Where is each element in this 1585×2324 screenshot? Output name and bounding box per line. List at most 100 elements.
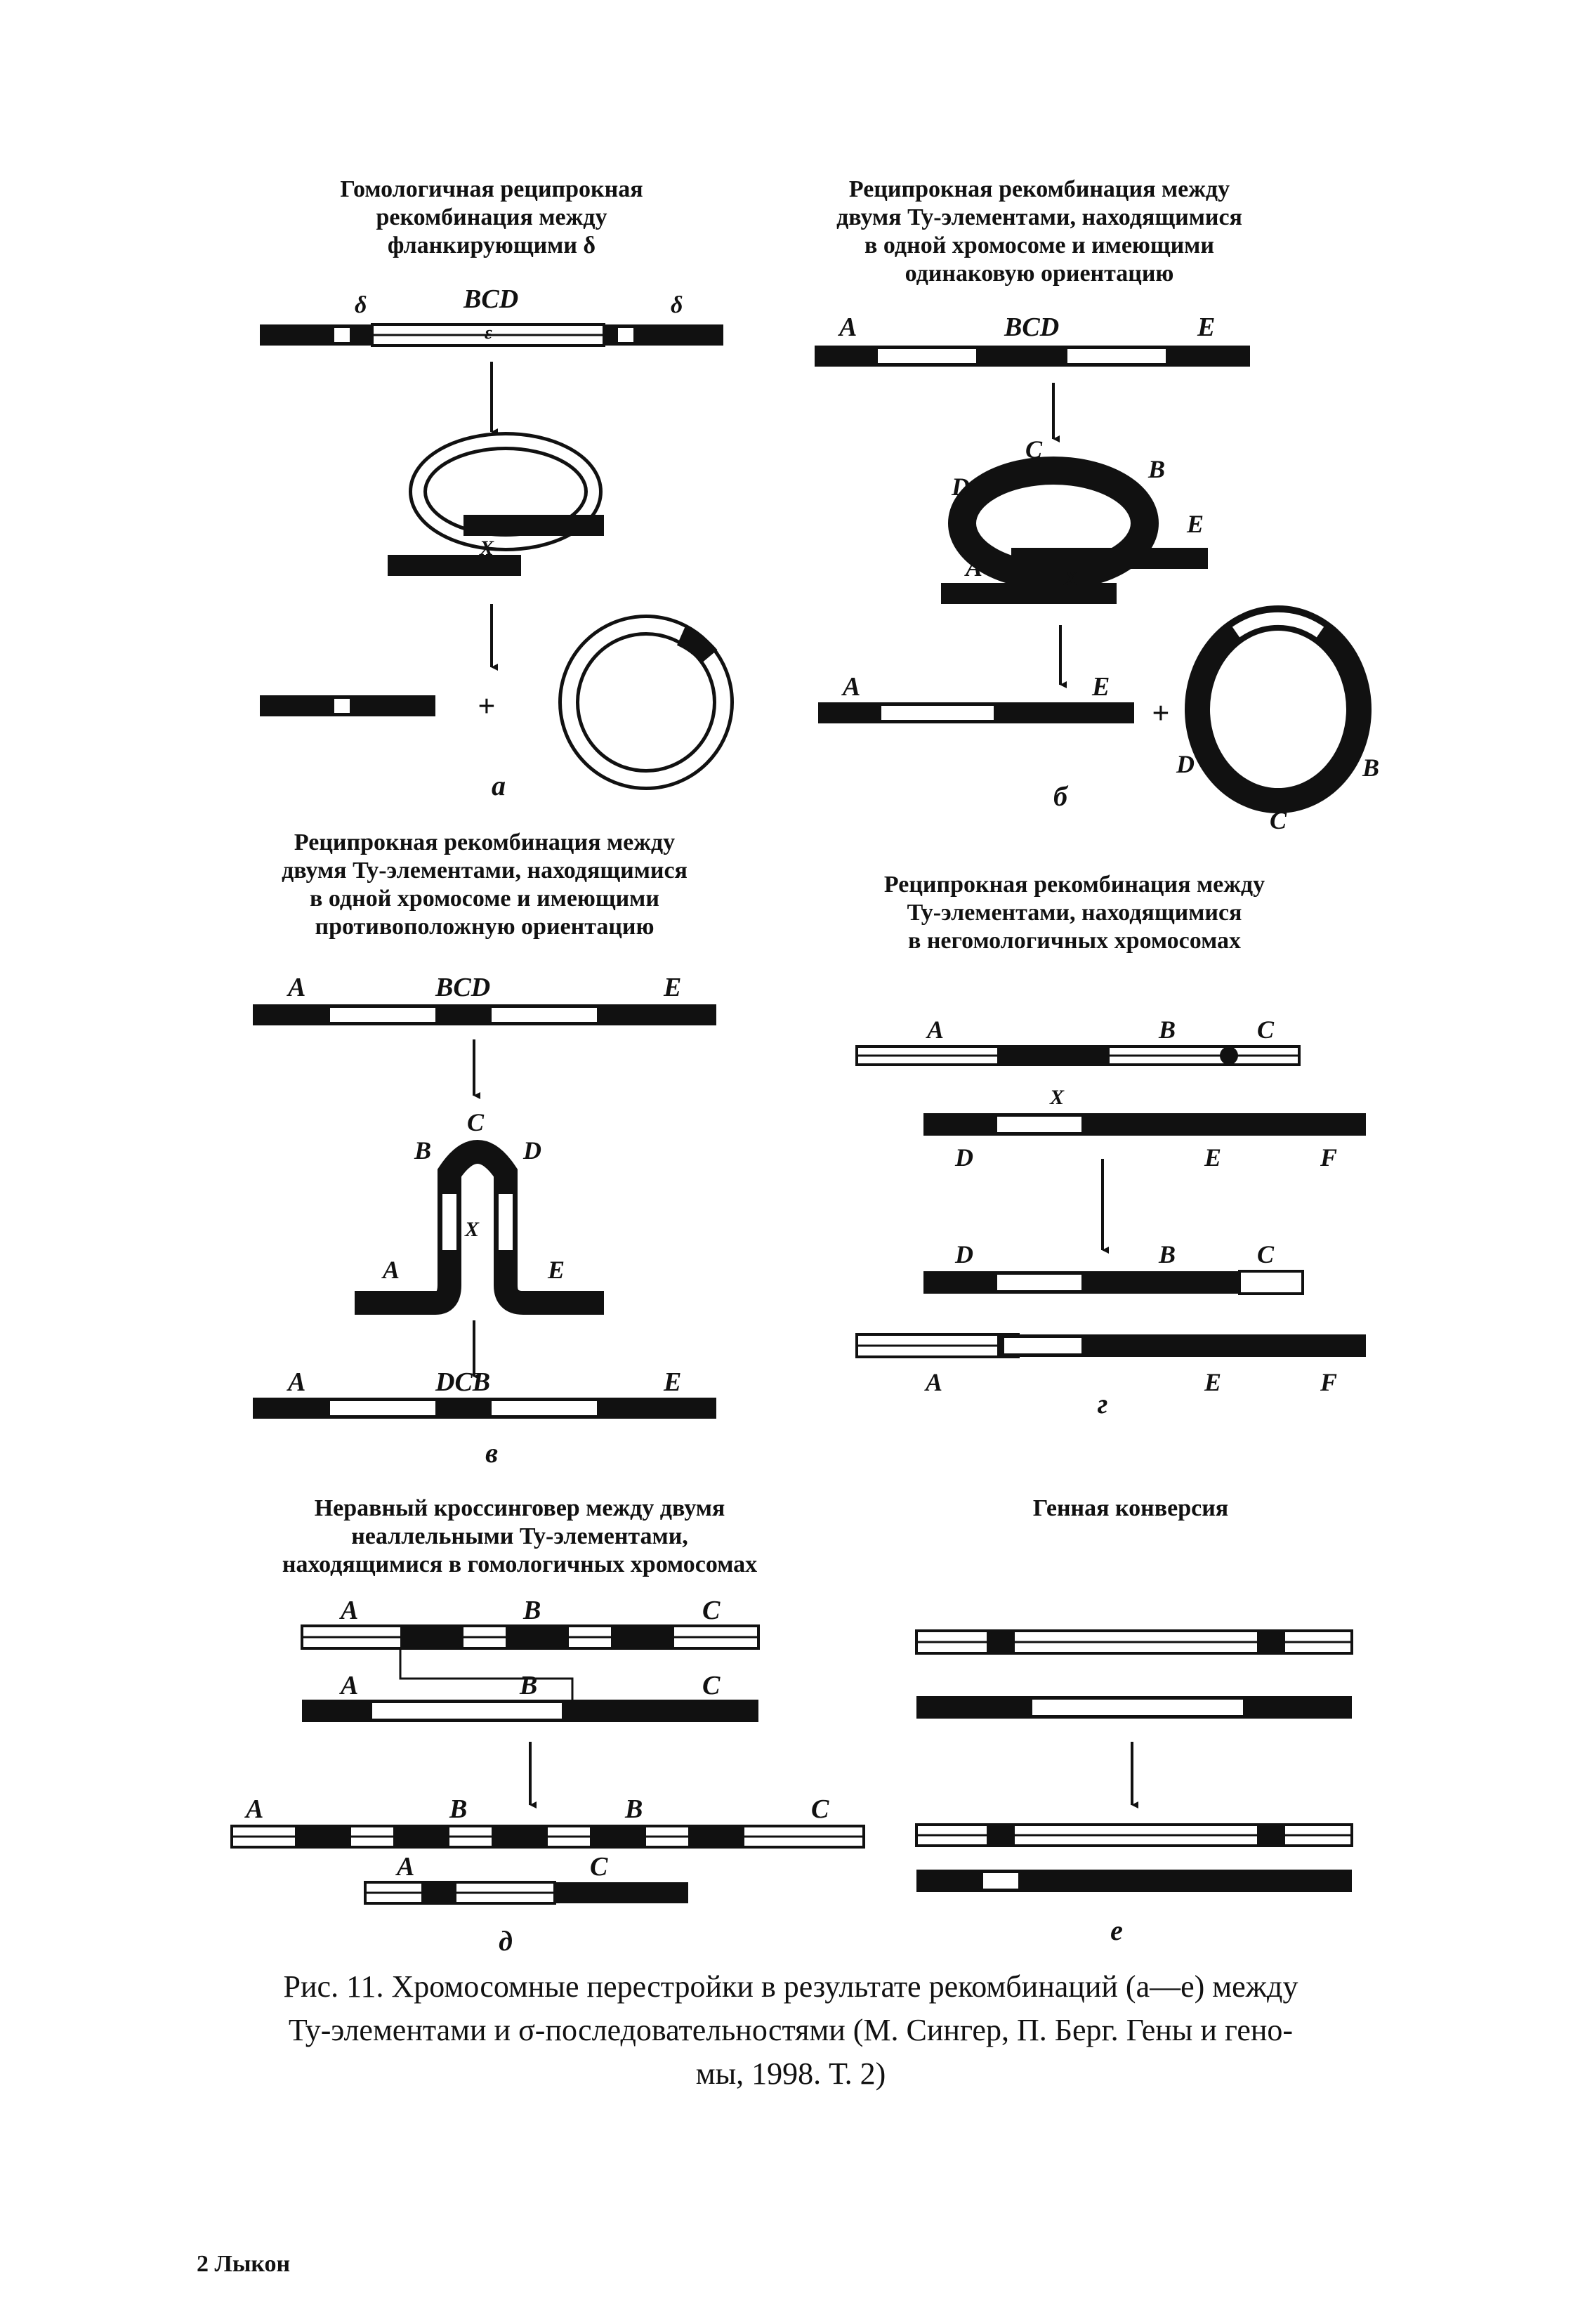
b-ring-C: C: [1270, 806, 1287, 834]
epsilon-label: ε: [485, 322, 492, 343]
g-D1: D: [954, 1143, 973, 1171]
v-prod-A: A: [287, 1367, 305, 1397]
chromosome-b-top: [815, 346, 1250, 367]
g-F1: F: [1320, 1143, 1337, 1171]
chromosome-d-2: [302, 1700, 758, 1722]
product-chromosome-a: [260, 695, 435, 716]
panel-a-title: Гомологичная реципрокная рекомбинация ме…: [340, 176, 643, 258]
chromosome-e-4: [916, 1870, 1352, 1892]
chromosome-e-2: [916, 1696, 1352, 1719]
crossover-x-a: X: [479, 537, 494, 560]
page-footer: 2 Лыкон: [197, 2251, 291, 2277]
g-F2: F: [1320, 1368, 1337, 1396]
b-loop-B: B: [1147, 455, 1165, 483]
panel-letter-a: а: [492, 770, 506, 801]
g-B1: B: [1158, 1016, 1176, 1044]
v-hp-B: B: [414, 1136, 431, 1164]
b-top-A: A: [838, 313, 857, 342]
chromosome-d-3: [230, 1825, 865, 1849]
panel-v-title: Реципрокная рекомбинация между двумя Ty-…: [282, 829, 688, 940]
product-chromosome-v: [253, 1398, 716, 1419]
g-B2: B: [1158, 1240, 1176, 1268]
v-hp-D: D: [522, 1136, 541, 1164]
panel-v: A BCD E X C B D A E A DCB E: [253, 973, 716, 1419]
d-B3b: B: [624, 1794, 643, 1824]
chromosome-d-4: [364, 1881, 688, 1905]
d-B3a: B: [449, 1794, 467, 1824]
ring-a: [558, 615, 734, 790]
panel-g: A B C X D E F D B C A E F: [855, 1016, 1366, 1396]
b-ring-D: D: [1176, 750, 1195, 778]
product-chromosome-b: [818, 702, 1134, 723]
bcd-label: BCD: [463, 284, 518, 314]
panel-d: A B C A B C A B B C A C: [230, 1596, 865, 1905]
figure-caption: Рис. 11. Хромосомные перестройки в резул…: [283, 1969, 1298, 2091]
g-A1: A: [926, 1016, 944, 1044]
d-A3: A: [244, 1794, 263, 1824]
plus-a: +: [478, 689, 495, 723]
panel-a: δ BCD ε δ X +: [260, 284, 734, 790]
v-prod-DCB: DCB: [435, 1367, 490, 1397]
hairpin-v: X: [355, 1140, 604, 1315]
chromosome-g-4: [855, 1333, 1366, 1358]
v-prod-E: E: [663, 1367, 681, 1397]
ring-b: [1185, 605, 1372, 813]
plus-b: +: [1152, 696, 1169, 730]
panel-letter-b: б: [1053, 780, 1067, 812]
b-ring-B: B: [1362, 754, 1379, 782]
g-A2: A: [924, 1368, 942, 1396]
d-C2: C: [702, 1671, 721, 1700]
d-A4: A: [395, 1852, 414, 1882]
g-C2: C: [1257, 1240, 1275, 1268]
panel-e: [915, 1629, 1353, 1892]
d-C1: C: [702, 1596, 721, 1625]
b-loop-A: A: [964, 553, 982, 582]
crossover-x-v: X: [464, 1218, 480, 1241]
b-prod-E: E: [1091, 672, 1110, 702]
chromosome-g-3: [923, 1270, 1304, 1295]
panel-b: A BCD E X C B D E A A E + D B C: [815, 313, 1379, 834]
panel-letter-e: е: [1110, 1915, 1123, 1946]
b-top-E: E: [1197, 313, 1215, 342]
v-hp-A: A: [381, 1256, 400, 1284]
v-hp-E: E: [547, 1256, 565, 1284]
d-B2: B: [519, 1671, 537, 1700]
chromosome-v-top: [253, 1004, 716, 1025]
panel-b-title: Реципрокная рекомбинация между двумя Ty-…: [836, 176, 1242, 287]
d-A2: A: [339, 1671, 358, 1700]
v-top-E: E: [663, 973, 681, 1002]
panel-letter-d: д: [499, 1925, 513, 1957]
b-loop-E: E: [1186, 510, 1204, 538]
loop-b: X: [941, 457, 1208, 604]
d-C3: C: [811, 1794, 829, 1824]
b-loop-C: C: [1025, 435, 1043, 464]
delta-right-label: δ: [671, 292, 683, 318]
panel-e-title: Генная конверсия: [1032, 1495, 1229, 1521]
v-top-A: A: [287, 973, 305, 1002]
d-B1: B: [522, 1596, 541, 1625]
v-hp-C: C: [467, 1108, 485, 1136]
chromosome-a-top: [260, 323, 723, 347]
d-C4: C: [590, 1852, 608, 1882]
b-loop-D: D: [951, 473, 970, 501]
b-top-BCD: BCD: [1004, 313, 1059, 342]
d-unequal-crossover-line: [399, 1648, 574, 1700]
d-A1: A: [339, 1596, 358, 1625]
v-top-BCD: BCD: [435, 973, 490, 1002]
chromosome-e-3: [915, 1823, 1353, 1847]
panel-d-title: Неравный кроссинговер между двумя неалле…: [282, 1495, 758, 1577]
panel-g-title: Реципрокная рекомбинация между Ty-элемен…: [883, 872, 1265, 954]
g-E1: E: [1204, 1143, 1221, 1171]
delta-left-label: δ: [355, 292, 367, 318]
chromosome-d-1: [301, 1624, 760, 1650]
crossover-x-b: X: [1063, 567, 1079, 590]
g-D2: D: [954, 1240, 973, 1268]
chromosome-g-2: [923, 1113, 1366, 1136]
g-E2: E: [1204, 1368, 1221, 1396]
b-prod-A: A: [841, 672, 860, 702]
loop-a: X: [388, 432, 604, 576]
panel-letter-g: г: [1097, 1388, 1108, 1419]
g-C1: C: [1257, 1016, 1275, 1044]
chromosome-g-1: [855, 1045, 1301, 1066]
